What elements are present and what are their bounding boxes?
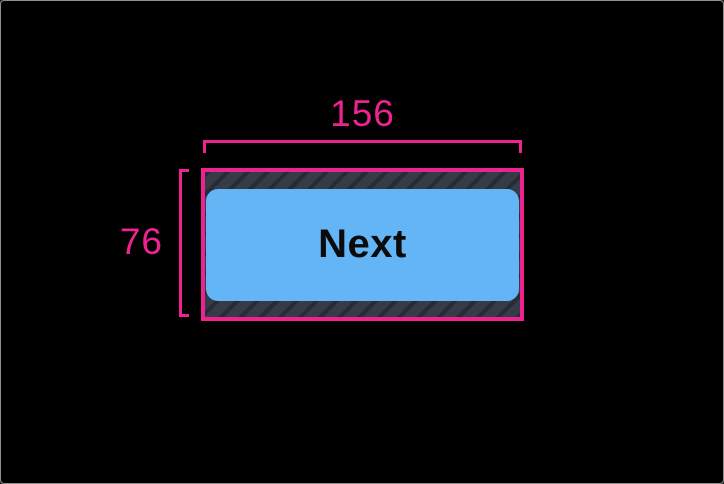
touch-target-hatched-outline: Next <box>201 168 524 321</box>
width-dimension-label: 156 <box>330 93 395 134</box>
next-button-label: Next <box>318 222 407 266</box>
next-button[interactable]: Next <box>206 188 519 301</box>
width-measure-bracket <box>203 140 522 153</box>
height-dimension-label: 76 <box>119 221 163 262</box>
height-measure-bracket <box>179 169 189 317</box>
